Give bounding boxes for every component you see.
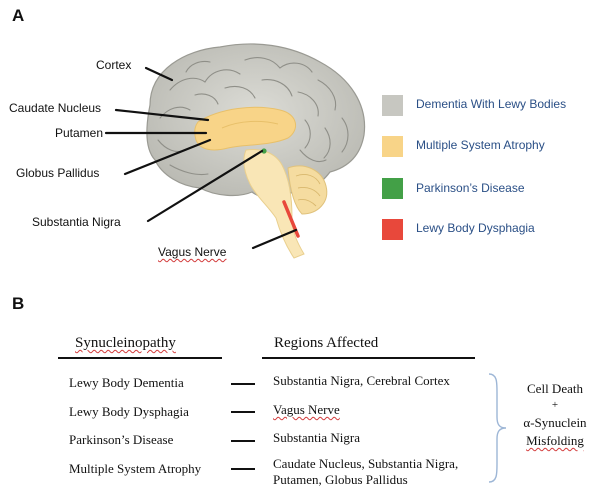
outcome-synuclein: α-Synuclein	[514, 415, 595, 431]
legend-label-parkinsons: Parkinson’s Disease	[416, 181, 525, 195]
legend-swatch-dementia	[382, 95, 403, 116]
col2-header-rule	[262, 357, 475, 359]
disease-lewy-dysphagia: Lewy Body Dysphagia	[69, 404, 189, 420]
vagus-label: Vagus Nerve	[158, 245, 226, 259]
disease-msa: Multiple System Atrophy	[69, 461, 201, 477]
col1-header-text: Synucleinopathy	[75, 335, 176, 351]
disease-lewy-dementia: Lewy Body Dementia	[69, 375, 184, 391]
region-lewy-dementia: Substantia Nigra, Cerebral Cortex	[273, 373, 450, 389]
outcome-misfolding: Misfolding	[514, 433, 595, 449]
putamen-label: Putamen	[55, 126, 103, 140]
region-msa-line1: Caudate Nucleus, Substantia Nigra,	[273, 456, 458, 472]
region-parkinsons: Substantia Nigra	[273, 430, 360, 446]
region-msa-line2: Putamen, Globus Pallidus	[273, 472, 408, 486]
row-connector	[231, 383, 255, 385]
col2-header: Regions Affected	[274, 335, 378, 352]
legend-label-dementia: Dementia With Lewy Bodies	[416, 97, 566, 111]
legend-label-dysphagia: Lewy Body Dysphagia	[416, 221, 535, 235]
col1-header-rule	[58, 357, 222, 359]
vagus-label-text: Vagus Nerve	[158, 245, 226, 259]
row-connector	[231, 411, 255, 413]
outcome-misfolding-text: Misfolding	[526, 433, 584, 448]
region-lewy-dysphagia-text: Vagus Nerve	[273, 402, 340, 417]
legend-swatch-msa	[382, 136, 403, 157]
outcome-cell-death: Cell Death	[520, 381, 590, 397]
legend-swatch-dysphagia	[382, 219, 403, 240]
globus-label: Globus Pallidus	[16, 166, 99, 180]
col1-header: Synucleinopathy	[75, 335, 176, 352]
outcome-plus: +	[520, 399, 590, 411]
legend-swatch-parkinsons	[382, 178, 403, 199]
row-connector	[231, 468, 255, 470]
grouping-brace	[486, 372, 510, 484]
legend-label-msa: Multiple System Atrophy	[416, 138, 545, 152]
region-lewy-dysphagia: Vagus Nerve	[273, 402, 340, 418]
substantia-label: Substantia Nigra	[32, 215, 121, 229]
row-connector	[231, 440, 255, 442]
caudate-label: Caudate Nucleus	[9, 101, 101, 115]
cortex-label: Cortex	[96, 58, 131, 72]
disease-parkinsons: Parkinson’s Disease	[69, 432, 173, 448]
panel-b-letter: B	[12, 294, 24, 314]
